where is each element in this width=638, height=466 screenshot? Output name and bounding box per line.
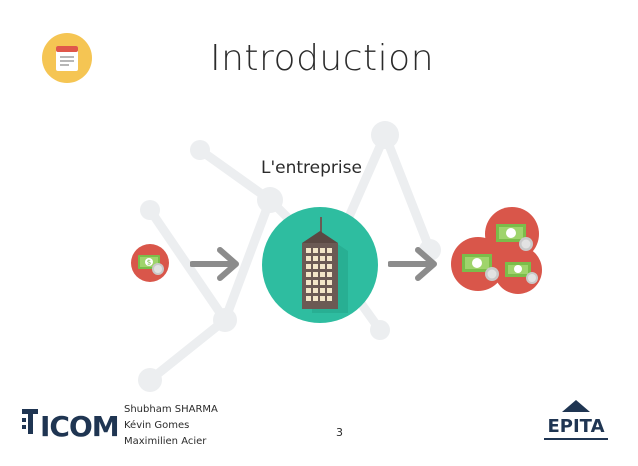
calendar-note-icon: [42, 33, 92, 83]
money-cluster-icon: [451, 207, 542, 294]
page-number: 3: [336, 426, 343, 439]
slide-title: Introduction: [210, 38, 435, 79]
svg-text:$: $: [147, 259, 151, 267]
author-name: Shubham SHARMA: [124, 404, 218, 415]
slide-subtitle: L'entreprise: [261, 158, 362, 178]
author-name: Maximilien Acier: [124, 436, 207, 447]
epita-logo-text: EPITA: [548, 416, 605, 437]
icom-logo: ICOM: [22, 409, 120, 441]
icom-logo-text: ICOM: [40, 410, 119, 441]
authors-list: Shubham SHARMA Kévin Gomes Maximilien Ac…: [124, 402, 244, 450]
right-arrow-icon: [388, 247, 437, 281]
right-arrow-icon: [190, 247, 239, 281]
skyscraper-icon: [262, 207, 378, 323]
money-bill-coin-icon: $: [131, 244, 169, 282]
epita-logo: EPITA: [544, 400, 608, 440]
author-name: Kévin Gomes: [124, 420, 190, 431]
